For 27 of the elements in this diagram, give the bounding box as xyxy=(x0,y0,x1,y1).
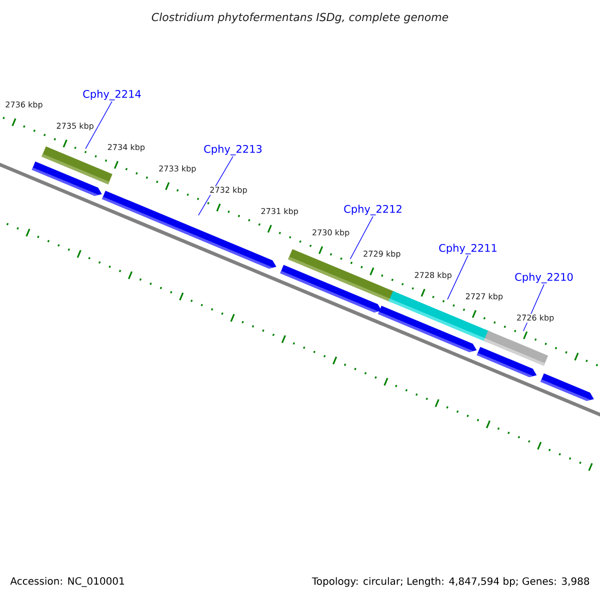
scale-label: 2735 kbp xyxy=(56,122,94,131)
scale-label: 2731 kbp xyxy=(260,207,299,216)
scale-label: 2729 kbp xyxy=(362,250,402,259)
leader-line xyxy=(85,101,112,150)
scale-label: 2732 kbp xyxy=(209,186,248,195)
title: Clostridium phytofermentans ISDg, complete genome xyxy=(152,12,448,24)
scale-label: 2734 kbp xyxy=(106,143,146,152)
scale-label: 2726 kbp xyxy=(516,314,555,323)
gene-label: Cphy_2212 xyxy=(344,204,402,216)
footer-text: Accession: NC_010001 xyxy=(10,577,124,587)
gene-label: Cphy_2211 xyxy=(439,244,496,254)
gene-label: Cphy_2214 xyxy=(83,90,141,100)
footer-text: Topology: circular; Length: 4,847,594 bp; Genes: 3,988 xyxy=(312,577,590,587)
gene-feature xyxy=(280,264,382,312)
scale-label: 2736 kbp xyxy=(4,100,44,110)
gene-label: Cphy_2210 xyxy=(515,272,573,284)
scale-label: 2733 kbp xyxy=(158,164,197,174)
gene-label: Cphy_2213 xyxy=(204,144,262,156)
gene-feature xyxy=(32,161,102,196)
gene-feature xyxy=(378,306,477,352)
gene-feature xyxy=(476,346,537,378)
leader-line xyxy=(447,255,468,300)
scale-label: 2727 kbp xyxy=(464,292,504,302)
scale-label: 2728 kbp xyxy=(414,271,452,280)
scale-label: 2730 kbp xyxy=(311,228,350,238)
leader-line xyxy=(350,216,374,260)
gene-feature xyxy=(540,373,594,401)
